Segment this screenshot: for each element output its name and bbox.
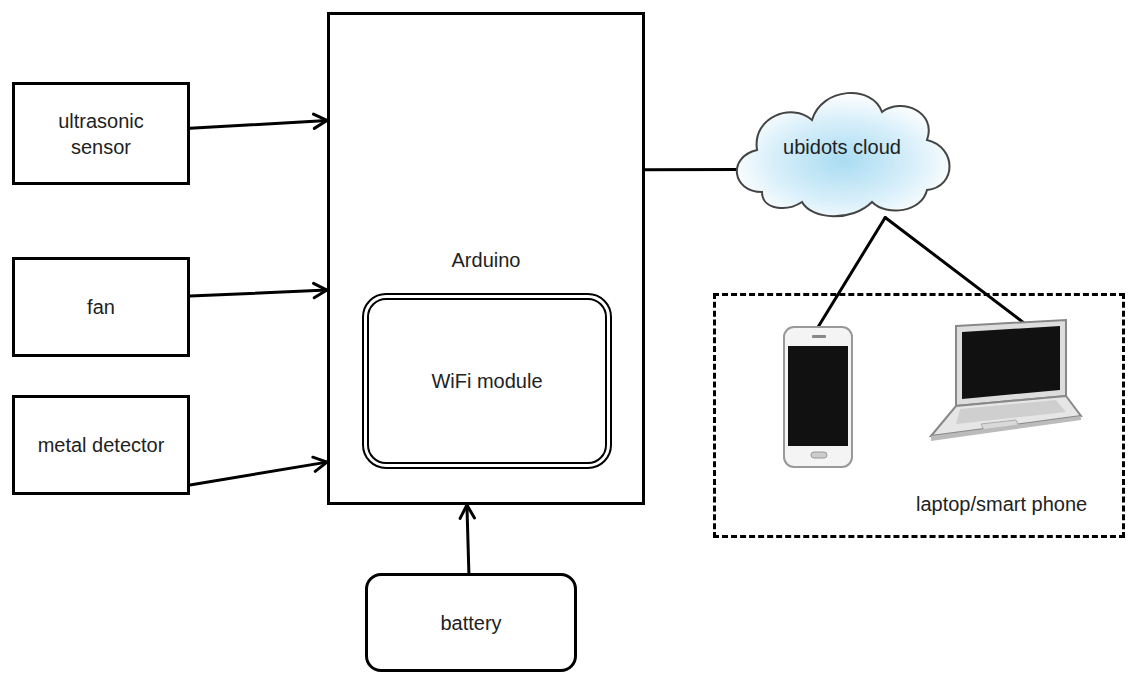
battery-box: battery [365,573,577,672]
arrow-connector [460,505,474,573]
node-label: battery [440,610,501,636]
detector-box: metal detector [12,395,190,495]
controller-box: ArduinoWiFi module [327,12,645,505]
node-label: WiFi module [431,368,542,394]
device-group: laptop/smart phone [713,293,1125,538]
link-line [818,218,1028,328]
sensor-box: ultrasonic sensor [12,82,190,185]
arrow-connector [190,283,327,297]
node-label: metal detector [38,432,165,458]
node-label: ultrasonic sensor [29,108,173,160]
fan-box: fan [12,257,190,357]
node-label: fan [87,294,115,320]
cloud-shape: ubidots cloud [722,72,962,222]
wifi-module-box: WiFi module [362,293,612,469]
arrow-connector [190,457,327,485]
node-label: laptop/smart phone [916,491,1087,517]
arrow-connector [190,114,327,128]
link-line [645,169,739,170]
node-label: Arduino [330,247,642,273]
node-label: ubidots cloud [783,134,901,160]
